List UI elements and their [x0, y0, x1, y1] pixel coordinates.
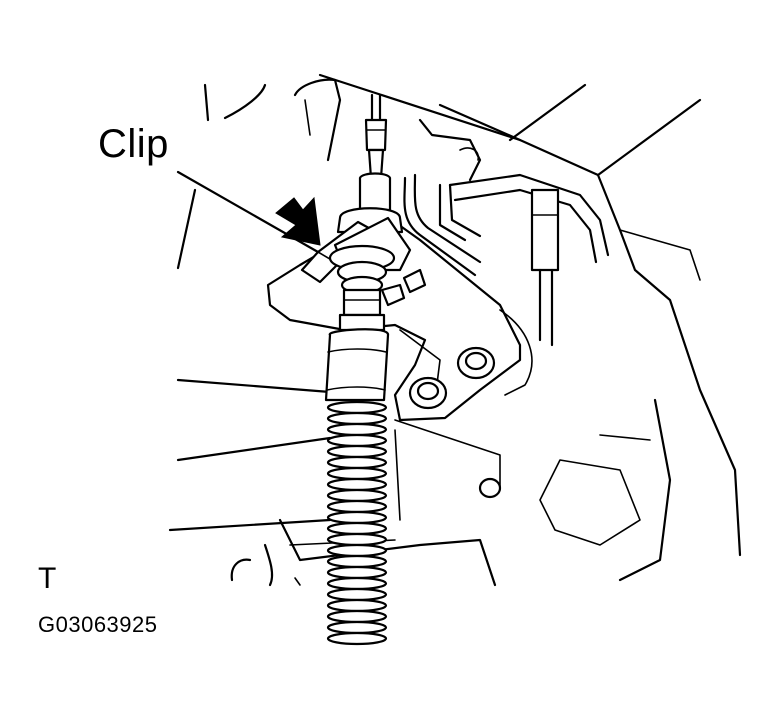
sheath-ring — [326, 576, 388, 591]
sheath-ring — [326, 587, 388, 602]
sheath-ring — [326, 510, 388, 525]
sheath-ring — [326, 433, 388, 448]
sheath-ring — [326, 554, 388, 569]
sheath-ring — [326, 532, 388, 547]
clip-assembly — [300, 207, 427, 332]
cable-boot — [324, 328, 390, 402]
sheath-ring — [326, 499, 388, 514]
sheath-ring — [326, 455, 388, 470]
sheath-ring — [326, 543, 388, 558]
sheath-ring — [326, 411, 388, 426]
clip-callout — [176, 170, 321, 254]
sheath-ring — [326, 466, 388, 481]
inner-cable — [358, 93, 392, 212]
body-panel — [318, 73, 742, 582]
bolt-lower — [408, 376, 448, 410]
sheath-ring — [326, 477, 388, 492]
sheath-ring — [326, 521, 388, 536]
sheath-ring — [326, 400, 388, 415]
sheath-ring — [326, 565, 388, 580]
bolt-upper — [456, 346, 496, 380]
upper-housing — [203, 78, 482, 182]
brake-tubes — [403, 173, 610, 347]
corrugated-sheath — [326, 400, 388, 646]
sheath-ring — [326, 444, 388, 459]
figure-id: G03063925 — [38, 612, 158, 637]
sheath-ring — [326, 422, 388, 437]
sheath-ring — [326, 488, 388, 503]
sheath-ring — [326, 609, 388, 624]
sheath-ring — [326, 620, 388, 635]
clip-label: Clip — [98, 122, 169, 166]
sheath-ring — [326, 631, 388, 646]
orientation-mark: T — [38, 562, 57, 595]
arrow-down-right-icon — [275, 196, 321, 246]
sheath-ring — [326, 598, 388, 613]
leader-lines — [168, 188, 332, 532]
